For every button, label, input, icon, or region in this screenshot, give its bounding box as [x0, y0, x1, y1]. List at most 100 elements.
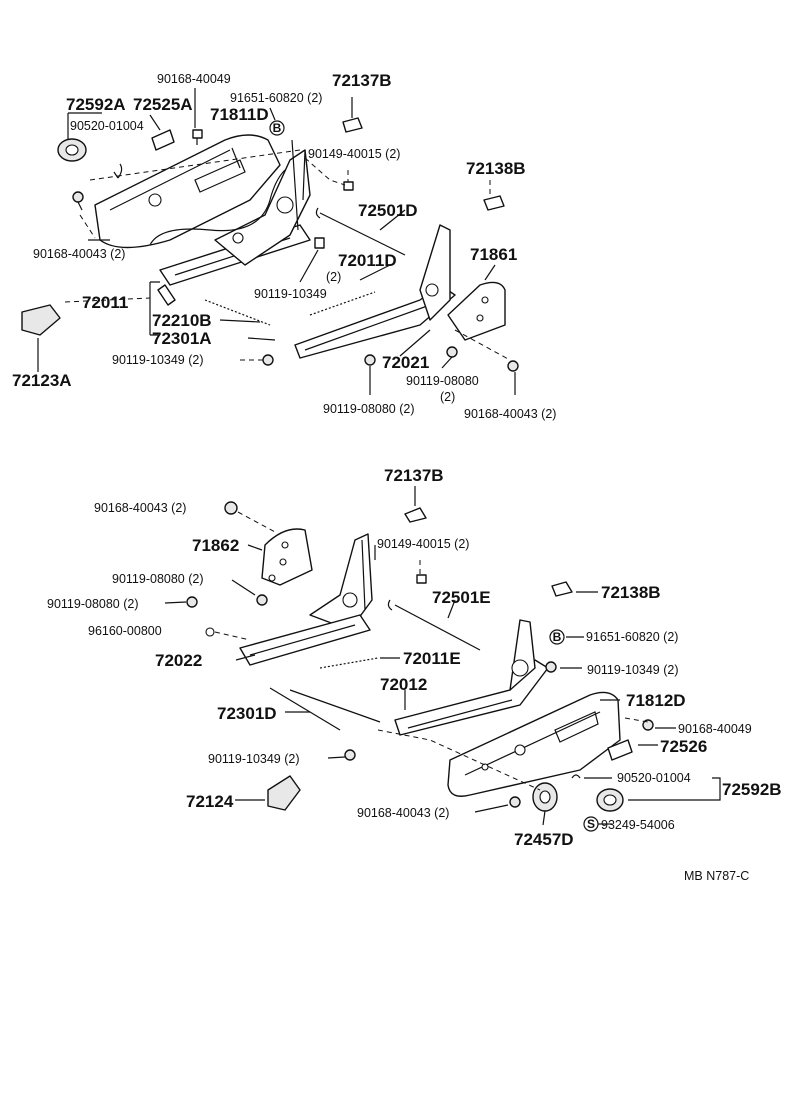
- plate-72138B-top: [483, 195, 505, 211]
- bolt-90119-08080-bottom-b: [186, 596, 198, 608]
- label-72592B: 72592B: [722, 780, 782, 799]
- label-72138B-top: 72138B: [466, 159, 526, 178]
- screw-90168-40049-top: [192, 129, 203, 145]
- rod-72501D: [319, 212, 406, 256]
- side-cover-71812D: [447, 691, 621, 797]
- bolt-90168-40043-top-right: [507, 360, 519, 372]
- bolt-90119-08080-right: [446, 346, 458, 358]
- label-90520-01004-top: 90520-01004: [70, 119, 144, 133]
- label-91651-60820-top: 91651-60820 (2): [230, 91, 322, 105]
- seat-track-frame-left-bottom: [239, 614, 371, 666]
- bolt-90119-10349-bottom-left: [344, 749, 356, 761]
- bolt-90168-40043-top-left: [72, 191, 84, 211]
- label-90168-40043-top-right: 90168-40043 (2): [464, 407, 556, 421]
- footer-code: MB N787-C: [684, 869, 749, 883]
- label-72592A: 72592A: [66, 95, 126, 114]
- label-72138B-bottom: 72138B: [601, 583, 661, 602]
- label-72210B: 72210B: [152, 311, 212, 330]
- label-71861: 71861: [470, 245, 517, 264]
- plate-72138B-bottom: [551, 581, 573, 597]
- lever-handle-72124: [267, 775, 301, 811]
- bottom-assembly: B S: [164, 486, 721, 832]
- label-71811D: 71811D: [210, 105, 269, 124]
- marker-B-top: B: [269, 120, 285, 136]
- cap-72526: [607, 739, 633, 761]
- label-71812D: 71812D: [626, 691, 686, 710]
- label-90119-10349-bottom-left: 90119-10349 (2): [208, 752, 300, 766]
- clip-90520-01004: [113, 163, 123, 179]
- rod-72501E: [394, 604, 481, 651]
- label-72021: 72021: [382, 353, 429, 372]
- spring-72011D: [309, 291, 376, 316]
- label-72011: 72011: [82, 293, 128, 312]
- label-90149-40015-bottom: 90149-40015 (2): [377, 537, 469, 551]
- label-90149-40015-top: 90149-40015 (2): [308, 147, 400, 161]
- top-labels: 90168-40049 72137B 72592A 72525A 91651-6…: [12, 71, 556, 421]
- label-72011D: 72011D: [338, 251, 397, 270]
- label-90119-10349-left: 90119-10349 (2): [112, 353, 204, 367]
- label-90520-01004-bottom: 90520-01004: [617, 771, 691, 785]
- label-72011D-qty: (2): [326, 270, 341, 284]
- label-72501E: 72501E: [432, 588, 491, 607]
- label-72137B-top: 72137B: [332, 71, 392, 90]
- label-71862: 71862: [192, 536, 239, 555]
- bolt-90119-08080-bottom-a: [256, 594, 268, 606]
- label-72137B-bottom: 72137B: [384, 466, 444, 485]
- bolt-90168-40049-bottom: [642, 719, 654, 731]
- label-90119-08080-bottom-b: 90119-08080 (2): [47, 597, 139, 611]
- label-90119-10349-bottom-right: 90119-10349 (2): [587, 663, 679, 677]
- plate-72137B-bottom: [404, 507, 427, 523]
- bolt-90119-08080-bottom: [364, 354, 376, 366]
- bolt-90119-10349-left: [262, 354, 274, 366]
- plate-72137B-top: [342, 117, 363, 133]
- bolt-90119-10349-bottom-right: [545, 661, 557, 673]
- top-assembly: B: [21, 88, 519, 395]
- label-72011E: 72011E: [403, 649, 461, 668]
- label-90119-10349-mid: 90119-10349: [254, 287, 327, 301]
- release-cable-top: [149, 169, 286, 246]
- label-72012: 72012: [380, 675, 427, 694]
- marker-B-bottom-label: B: [553, 630, 562, 644]
- clip-90520-01004-bottom: [571, 774, 581, 779]
- spring-72011E: [319, 657, 379, 669]
- label-72301A: 72301A: [152, 329, 212, 348]
- label-72022: 72022: [155, 651, 202, 670]
- label-93249-54006: 93249-54006: [601, 818, 675, 832]
- label-72301D: 72301D: [217, 704, 277, 723]
- side-cover-71861: [447, 281, 506, 341]
- label-90168-40049-bottom: 90168-40049: [678, 722, 752, 736]
- bolt-90168-40043-bottom-bottom: [509, 796, 521, 808]
- label-90119-08080-bottom-a: 90119-08080 (2): [112, 572, 204, 586]
- label-72457D: 72457D: [514, 830, 574, 849]
- side-cover-71862: [261, 528, 313, 586]
- label-90168-40043-bottom-top: 90168-40043 (2): [94, 501, 186, 515]
- knob-72592A: [57, 138, 87, 162]
- knob-72457D: [532, 782, 558, 812]
- marker-S-label: S: [587, 817, 595, 831]
- knob-72592B: [596, 788, 624, 812]
- label-91651-60820-bottom: 91651-60820 (2): [586, 630, 678, 644]
- label-72124: 72124: [186, 792, 234, 811]
- label-72123A: 72123A: [12, 371, 72, 390]
- lever-handle-72123A: [21, 304, 61, 336]
- bolt-90119-10349-mid: [314, 237, 325, 249]
- label-90168-40043-top-left: 90168-40043 (2): [33, 247, 125, 261]
- bottom-labels: 72137B 90168-40043 (2) 71862 90149-40015…: [47, 466, 782, 883]
- label-96160-00800: 96160-00800: [88, 624, 162, 638]
- cap-72525A: [151, 129, 175, 151]
- marker-B-bottom: B: [549, 629, 565, 645]
- label-90119-08080-right: 90119-08080: [406, 374, 479, 388]
- label-72525A: 72525A: [133, 95, 193, 114]
- screw-90149-40015-bottom: [416, 560, 427, 584]
- label-90119-08080-bottom: 90119-08080 (2): [323, 402, 415, 416]
- label-90119-08080-right-qty: (2): [440, 390, 455, 404]
- washer-96160-00800: [205, 627, 215, 637]
- label-90168-40043-bottom-bottom: 90168-40043 (2): [357, 806, 449, 820]
- bolt-90168-40043-bottom-top: [224, 501, 238, 515]
- marker-B-top-label: B: [273, 121, 282, 135]
- marker-S: S: [583, 816, 599, 832]
- release-bar-72012: [289, 689, 381, 723]
- label-72501D: 72501D: [358, 201, 418, 220]
- screw-90149-40015-top: [343, 170, 354, 191]
